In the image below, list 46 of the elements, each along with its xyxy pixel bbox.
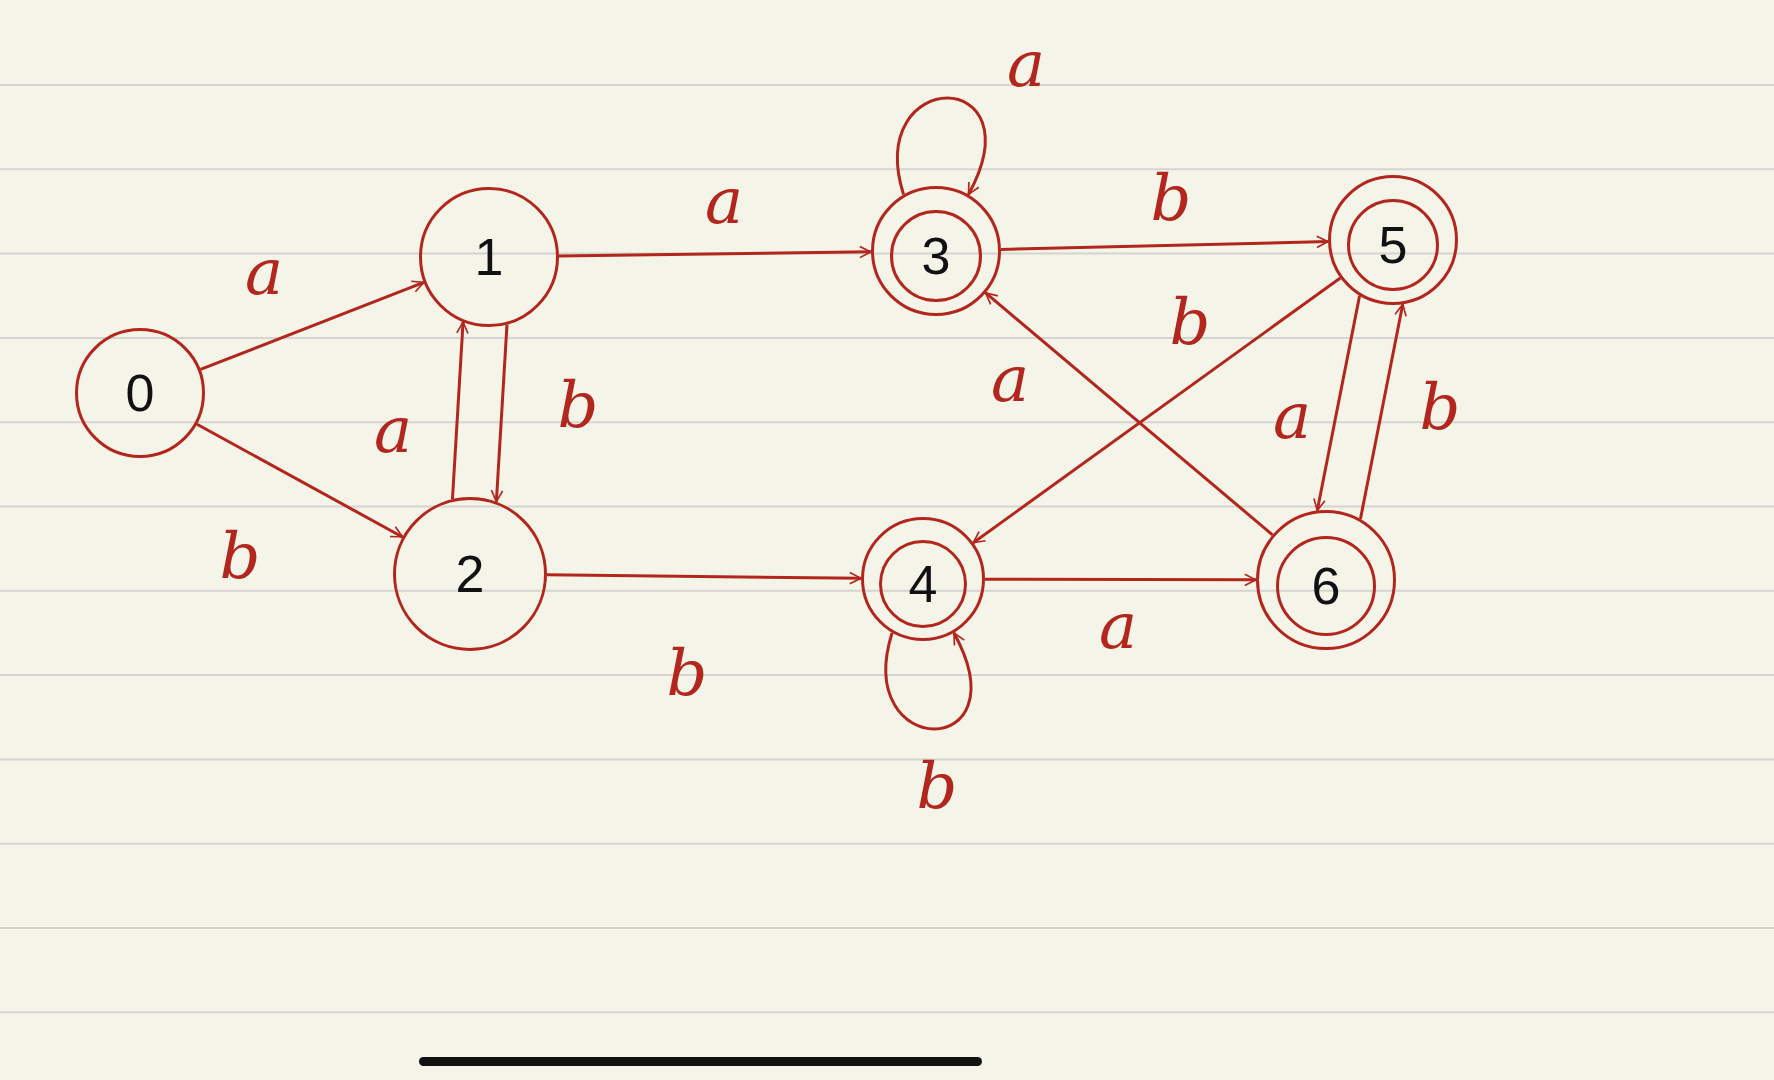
edge-label: b xyxy=(1169,290,1211,354)
edge-label: a xyxy=(244,240,284,304)
transition-arrow xyxy=(884,632,973,731)
edge-label: a xyxy=(1006,32,1046,96)
accept-state-outer-circle xyxy=(871,186,1001,316)
edge-label: b xyxy=(1150,166,1192,230)
state-circle xyxy=(1276,536,1376,636)
transition-arrow xyxy=(984,291,1274,536)
accept-state-outer-circle xyxy=(861,517,985,641)
state-label: 5 xyxy=(1378,219,1408,271)
transition-arrow xyxy=(972,276,1342,544)
state-circle xyxy=(890,210,982,302)
transition-arrow xyxy=(200,280,425,371)
state-label: 1 xyxy=(474,231,504,283)
edge-label: a xyxy=(1272,384,1312,448)
state-label: 2 xyxy=(455,548,485,600)
transition-arrow xyxy=(985,573,1257,587)
state-label: 0 xyxy=(125,367,155,419)
accept-state-outer-circle xyxy=(1328,175,1458,305)
state-circle xyxy=(393,497,547,651)
transition-arrow xyxy=(196,422,404,539)
state-label: 3 xyxy=(921,230,951,282)
edge-label: b xyxy=(666,641,708,705)
state-circle xyxy=(1347,199,1439,291)
transition-arrow xyxy=(547,571,862,585)
state-circle xyxy=(75,328,205,458)
edge-label: b xyxy=(219,524,261,588)
transition-arrow xyxy=(490,324,509,503)
edge-label: a xyxy=(990,347,1030,411)
edge-label: b xyxy=(916,754,958,818)
transition-arrow xyxy=(558,245,872,259)
edge-label: a xyxy=(373,398,413,462)
state-circle xyxy=(419,187,559,327)
transition-arrow xyxy=(896,96,987,196)
transition-arrow xyxy=(1313,295,1362,512)
state-label: 6 xyxy=(1311,560,1341,612)
edge-label: b xyxy=(1419,375,1461,439)
state-label: 4 xyxy=(908,558,938,610)
transition-arrow xyxy=(450,321,469,500)
transition-arrow xyxy=(1000,235,1329,251)
state-circle xyxy=(879,540,967,628)
edge-label: b xyxy=(557,373,599,437)
accept-state-outer-circle xyxy=(1256,510,1396,650)
edge-label: a xyxy=(1098,594,1138,658)
transition-arrow xyxy=(1358,303,1407,520)
edge-label: a xyxy=(704,169,744,233)
